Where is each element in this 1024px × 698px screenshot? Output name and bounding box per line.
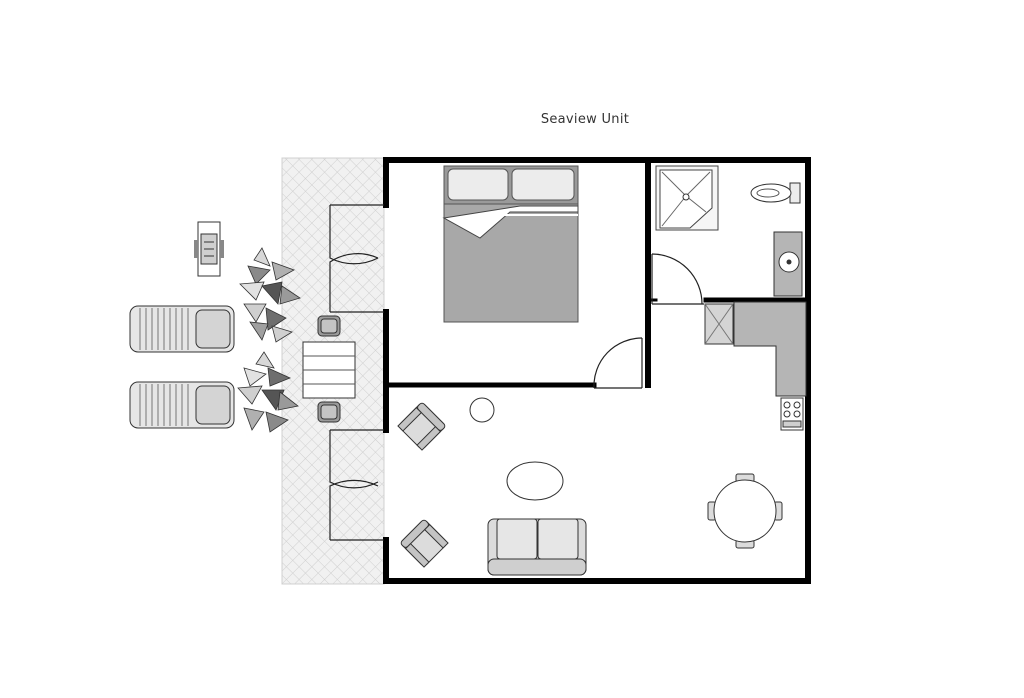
plant-icon <box>237 351 299 433</box>
bbq-grill-icon <box>194 221 224 277</box>
stove-icon <box>780 397 804 431</box>
sun-lounger-icon <box>129 381 235 429</box>
sink-icon <box>773 231 803 297</box>
bistro-chair-icon <box>317 401 341 423</box>
shower-icon <box>655 165 719 231</box>
toilet-icon <box>750 182 801 204</box>
bathroom-door <box>651 253 704 305</box>
outdoor-table-icon <box>302 341 356 399</box>
coffee-table-icon <box>506 461 564 501</box>
pillow-icon <box>447 168 509 201</box>
bistro-chair-icon <box>317 315 341 337</box>
kitchen-counter <box>704 301 807 397</box>
side-table-icon <box>469 397 495 423</box>
plan-title: Seaview Unit <box>540 112 630 127</box>
armchair-icon <box>400 519 449 568</box>
sun-lounger-icon <box>129 305 235 353</box>
dining-table-icon <box>707 473 783 549</box>
door-swing-icon <box>329 204 384 541</box>
armchair-icon <box>397 402 446 451</box>
bedroom-door <box>593 337 643 389</box>
plant-icon <box>239 247 301 343</box>
double-bed-icon <box>442 165 579 323</box>
walls <box>383 157 811 584</box>
sofa-icon <box>487 518 587 576</box>
pillow-icon <box>511 168 575 201</box>
